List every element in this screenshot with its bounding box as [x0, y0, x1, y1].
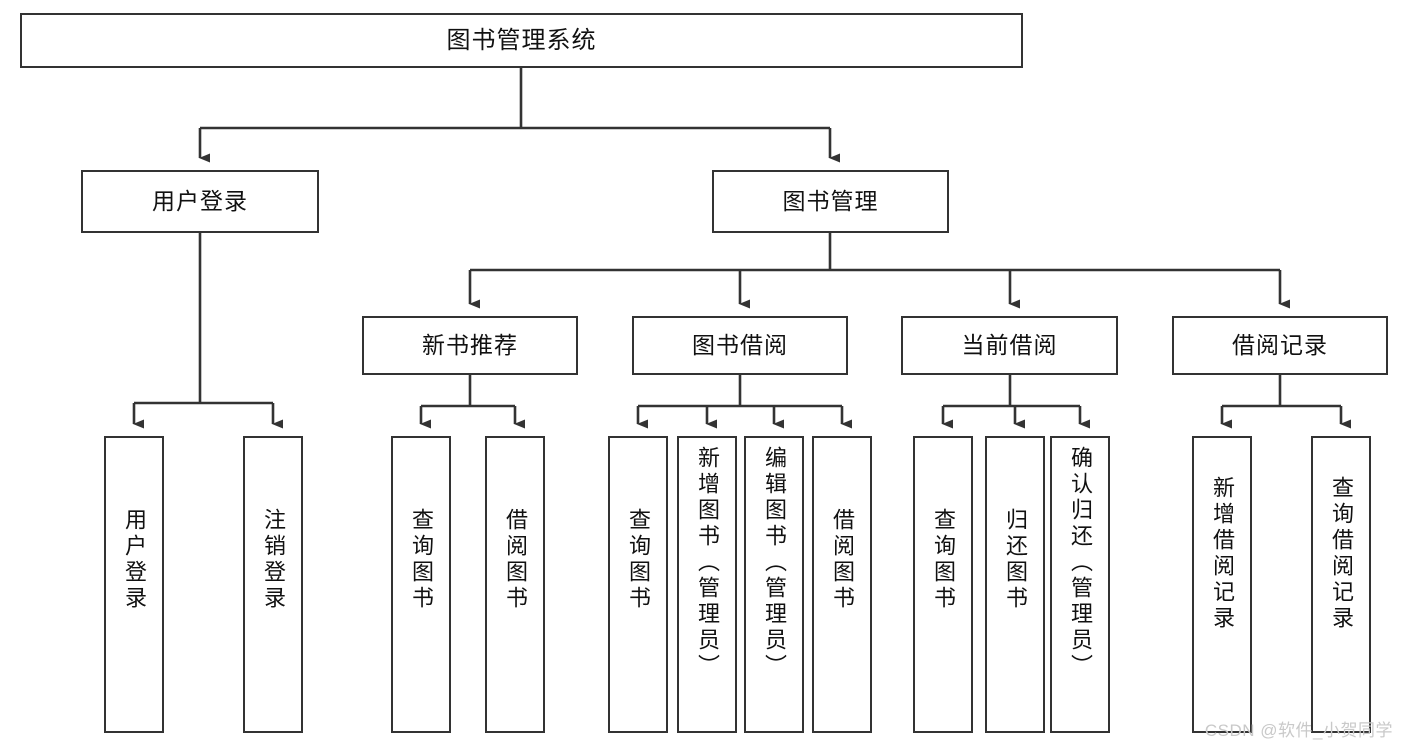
leaf-return-book-label: 归还图书: [1003, 508, 1028, 612]
leaf-user-logout-label: 注销登录: [261, 508, 286, 612]
node-borrow-record-label: 借阅记录: [1232, 332, 1328, 359]
leaf-edit-book-label: 编辑图书（管理员）: [762, 446, 787, 680]
leaf-user-login-label: 用户登录: [122, 508, 147, 612]
leaf-return-book[interactable]: 归还图书: [985, 436, 1045, 733]
node-book-manage[interactable]: 图书管理: [712, 170, 949, 233]
leaf-query-record[interactable]: 查询借阅记录: [1311, 436, 1371, 733]
node-root[interactable]: 图书管理系统: [20, 13, 1023, 68]
node-root-label: 图书管理系统: [446, 26, 597, 54]
node-new-book-rec[interactable]: 新书推荐: [362, 316, 578, 375]
leaf-confirm-return-label: 确认归还（管理员）: [1068, 446, 1093, 680]
leaf-borrow-book[interactable]: 借阅图书: [812, 436, 872, 733]
leaf-borrow-book-label: 借阅图书: [830, 508, 855, 612]
node-current-borrow[interactable]: 当前借阅: [901, 316, 1118, 375]
leaf-add-book-label: 新增图书（管理员）: [695, 446, 720, 680]
leaf-query-book-cur[interactable]: 查询图书: [913, 436, 973, 733]
leaf-query-book-borrow-label: 查询图书: [626, 508, 651, 612]
node-borrow-record[interactable]: 借阅记录: [1172, 316, 1388, 375]
node-user-login-label: 用户登录: [152, 188, 248, 215]
leaf-user-logout[interactable]: 注销登录: [243, 436, 303, 733]
leaf-add-record[interactable]: 新增借阅记录: [1192, 436, 1252, 733]
leaf-query-record-label: 查询借阅记录: [1329, 476, 1354, 632]
node-current-borrow-label: 当前借阅: [961, 332, 1058, 359]
node-new-book-rec-label: 新书推荐: [422, 332, 518, 359]
leaf-borrow-book-rec-label: 借阅图书: [503, 508, 528, 612]
leaf-query-book-rec-label: 查询图书: [409, 508, 434, 612]
node-book-borrow[interactable]: 图书借阅: [632, 316, 848, 375]
leaf-query-book-cur-label: 查询图书: [931, 508, 956, 612]
leaf-confirm-return[interactable]: 确认归还（管理员）: [1050, 436, 1110, 733]
csdn-watermark: CSDN @软件_小贺同学: [1204, 721, 1393, 740]
leaf-add-book[interactable]: 新增图书（管理员）: [677, 436, 737, 733]
leaf-borrow-book-rec[interactable]: 借阅图书: [485, 436, 545, 733]
node-book-manage-label: 图书管理: [782, 188, 879, 215]
leaf-edit-book[interactable]: 编辑图书（管理员）: [744, 436, 804, 733]
leaf-add-record-label: 新增借阅记录: [1210, 476, 1235, 632]
leaf-query-book-borrow[interactable]: 查询图书: [608, 436, 668, 733]
node-book-borrow-label: 图书借阅: [692, 332, 788, 359]
leaf-user-login[interactable]: 用户登录: [104, 436, 164, 733]
leaf-query-book-rec[interactable]: 查询图书: [391, 436, 451, 733]
node-user-login[interactable]: 用户登录: [81, 170, 319, 233]
